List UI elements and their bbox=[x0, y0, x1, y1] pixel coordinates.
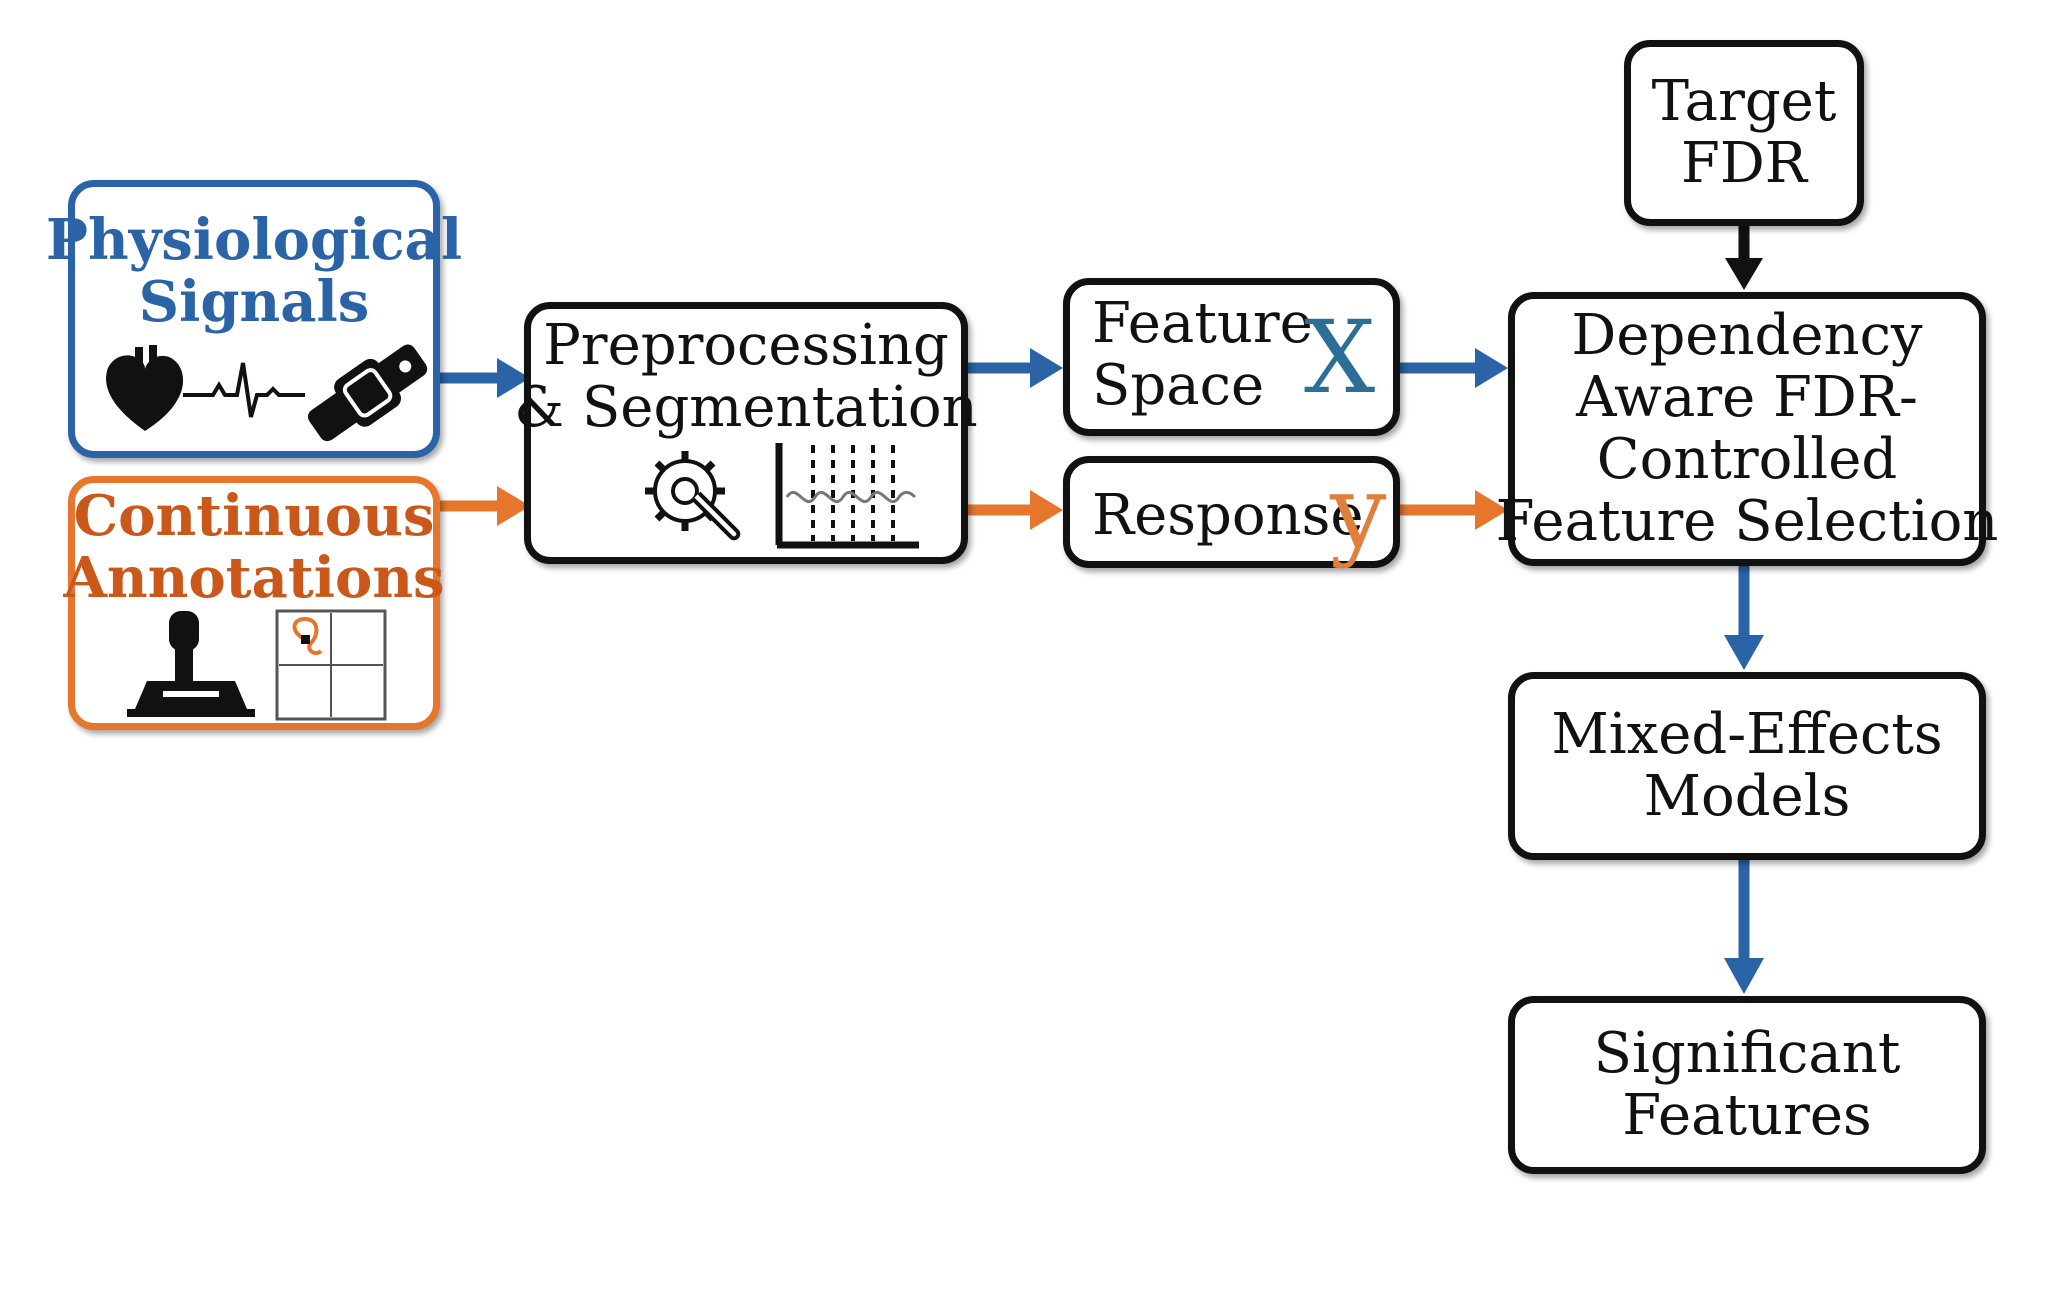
response-label: Response bbox=[1092, 483, 1364, 548]
fdr-selection-line3: Controlled bbox=[1596, 427, 1898, 492]
significant-features-box: Significant Features bbox=[1508, 996, 1986, 1174]
target-fdr-box: Target FDR bbox=[1624, 40, 1864, 226]
response-y-symbol: y bbox=[1330, 453, 1387, 570]
arrow-physio-to-preprocessing bbox=[440, 358, 530, 398]
preprocessing-title-line1: Preprocessing bbox=[543, 313, 949, 378]
physiological-signals-box: Physiological Signals bbox=[46, 180, 462, 458]
ecg-wave-icon bbox=[183, 362, 305, 418]
target-fdr-line1: Target bbox=[1651, 69, 1837, 134]
arrow-target-fdr-to-fdr-selection bbox=[1725, 226, 1763, 290]
mixed-effects-line2: Models bbox=[1643, 764, 1851, 829]
fdr-selection-line2: Aware FDR- bbox=[1576, 365, 1918, 430]
significant-features-line1: Significant bbox=[1593, 1021, 1901, 1086]
annotation-grid-icon bbox=[275, 609, 387, 721]
continuous-annotations-box: Continuous Annotations bbox=[63, 476, 445, 730]
arrow-annotations-to-preprocessing bbox=[440, 486, 530, 526]
physiological-signals-title-line1: Physiological bbox=[45, 207, 463, 273]
arrow-preprocessing-to-response bbox=[968, 490, 1063, 530]
heart-icon bbox=[106, 345, 184, 431]
arrow-response-to-fdr-selection bbox=[1400, 490, 1508, 530]
target-fdr-line2: FDR bbox=[1681, 131, 1807, 196]
physiological-signals-title-line2: Signals bbox=[138, 269, 370, 335]
preprocessing-title-line2: & Segmentation bbox=[514, 375, 978, 440]
significant-features-line2: Features bbox=[1622, 1083, 1872, 1148]
mixed-effects-models-box: Mixed-Effects Models bbox=[1508, 672, 1986, 860]
joystick-icon bbox=[127, 611, 255, 717]
feature-x-symbol: X bbox=[1304, 299, 1376, 416]
wearable-band-icon bbox=[307, 344, 428, 442]
fdr-selection-line4: Feature Selection bbox=[1495, 489, 1999, 554]
continuous-annotations-title-line1: Continuous bbox=[73, 483, 435, 549]
continuous-annotations-title-line2: Annotations bbox=[63, 545, 445, 611]
arrow-fdr-selection-to-mixed-effects bbox=[1724, 566, 1764, 670]
arrow-mixed-effects-to-significant-features bbox=[1724, 860, 1764, 994]
feature-space-box: Feature Space X bbox=[1063, 278, 1400, 436]
fdr-feature-selection-box: Dependency Aware FDR- Controlled Feature… bbox=[1496, 292, 1998, 566]
feature-space-label-line2: Space bbox=[1092, 353, 1265, 418]
gear-wrench-icon bbox=[645, 451, 741, 541]
feature-space-label-line1: Feature bbox=[1092, 291, 1313, 356]
arrow-feature-space-to-fdr-selection bbox=[1400, 348, 1508, 388]
mixed-effects-line1: Mixed-Effects bbox=[1551, 702, 1943, 767]
preprocessing-segmentation-box: Preprocessing & Segmentation bbox=[514, 302, 978, 564]
response-box: Response y bbox=[1063, 456, 1400, 568]
arrow-preprocessing-to-feature-space bbox=[968, 348, 1063, 388]
segmented-signal-icon bbox=[775, 443, 919, 549]
fdr-selection-line1: Dependency bbox=[1571, 303, 1923, 368]
